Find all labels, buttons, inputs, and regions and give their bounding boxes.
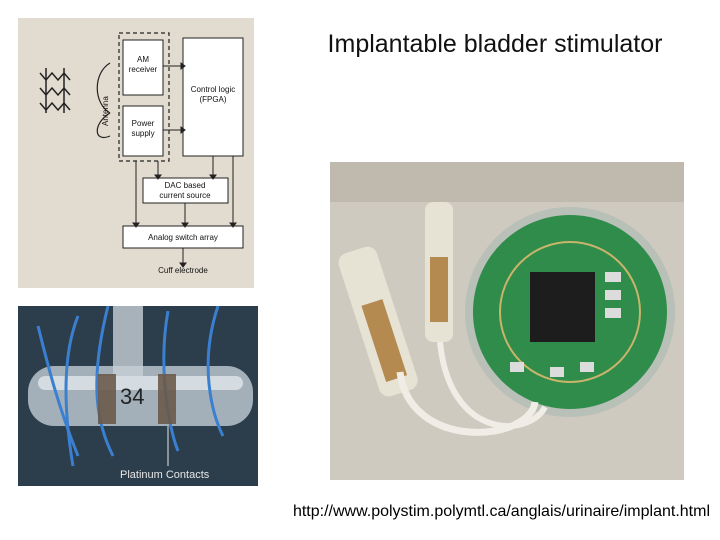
dac-label-1: DAC based <box>165 181 206 190</box>
power-supply-label-1: Power <box>132 119 155 128</box>
electrode-label: Cuff electrode <box>158 266 208 275</box>
block-diagram-svg: Antenna AM receiver Power supply Control… <box>39 32 244 275</box>
handwritten-number: 34 <box>120 384 144 409</box>
electrode-photo-svg: 34 Platinum Contacts <box>18 306 258 486</box>
switch-array-label: Analog switch array <box>148 233 218 242</box>
control-logic-box <box>182 37 244 157</box>
coil-symbol <box>39 68 71 113</box>
receiver-group-outline <box>118 32 170 162</box>
chip <box>530 272 595 342</box>
diagram-arrows <box>132 62 237 268</box>
am-receiver-box <box>122 39 164 96</box>
dac-label-2: current source <box>159 191 211 200</box>
am-receiver-label-1: AM <box>137 55 149 64</box>
implant-photo-svg <box>330 162 684 480</box>
antenna-loops <box>96 62 111 139</box>
block-diagram: Antenna AM receiver Power supply Control… <box>18 18 254 288</box>
platinum-contacts-caption: Platinum Contacts <box>120 469 210 481</box>
antenna-label: Antenna <box>101 96 110 126</box>
am-receiver-label-2: receiver <box>129 65 158 74</box>
control-logic-label-1: Control logic <box>191 85 235 94</box>
implant-photo <box>330 162 684 480</box>
slide-title: Implantable bladder stimulator <box>327 30 663 58</box>
power-supply-label-2: supply <box>131 129 154 138</box>
control-logic-label-2: (FPGA) <box>199 95 226 104</box>
source-url[interactable]: http://www.polystim.polymtl.ca/anglais/u… <box>292 503 710 520</box>
electrode-photo: 34 Platinum Contacts <box>18 306 258 486</box>
power-supply-box <box>122 105 164 157</box>
